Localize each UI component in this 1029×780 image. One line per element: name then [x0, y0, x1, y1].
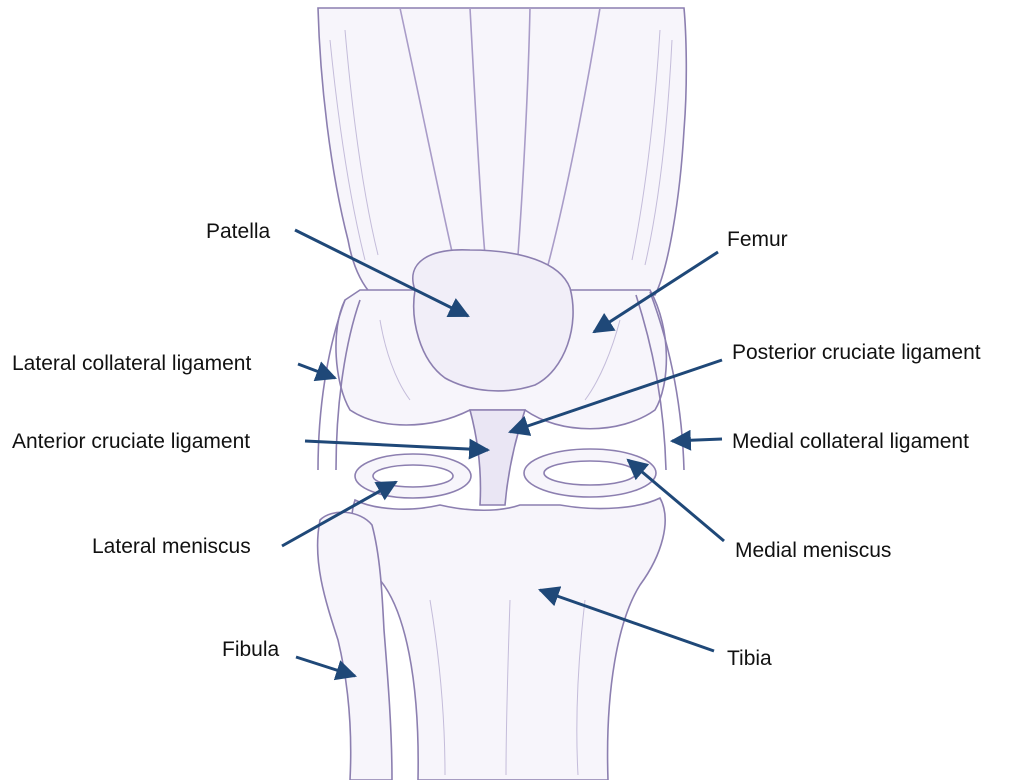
femur-label: Femur	[727, 229, 788, 250]
cruciate-ligaments	[470, 410, 525, 505]
lateral-meniscus-inner	[373, 465, 453, 487]
posterior-cruciate-ligament-label: Posterior cruciate ligament	[732, 342, 981, 363]
fibula-label: Fibula	[222, 639, 279, 660]
lateral-collateral-ligament-label: Lateral collateral ligament	[12, 353, 251, 374]
lateral-collateral-arrow	[298, 364, 335, 378]
medial-meniscus-inner	[544, 461, 636, 485]
medial-collateral-arrow	[672, 439, 722, 441]
tibia-label: Tibia	[727, 648, 772, 669]
anterior-cruciate-arrow	[305, 441, 488, 450]
medial-collateral-ligament-label: Medial collateral ligament	[732, 431, 969, 452]
lateral-meniscus-label: Lateral meniscus	[92, 536, 251, 557]
knee-illustration	[318, 8, 687, 780]
patella-bone	[413, 250, 573, 391]
anterior-cruciate-ligament-label: Anterior cruciate ligament	[12, 431, 250, 452]
medial-meniscus-label: Medial meniscus	[735, 540, 891, 561]
patella-label: Patella	[206, 221, 270, 242]
